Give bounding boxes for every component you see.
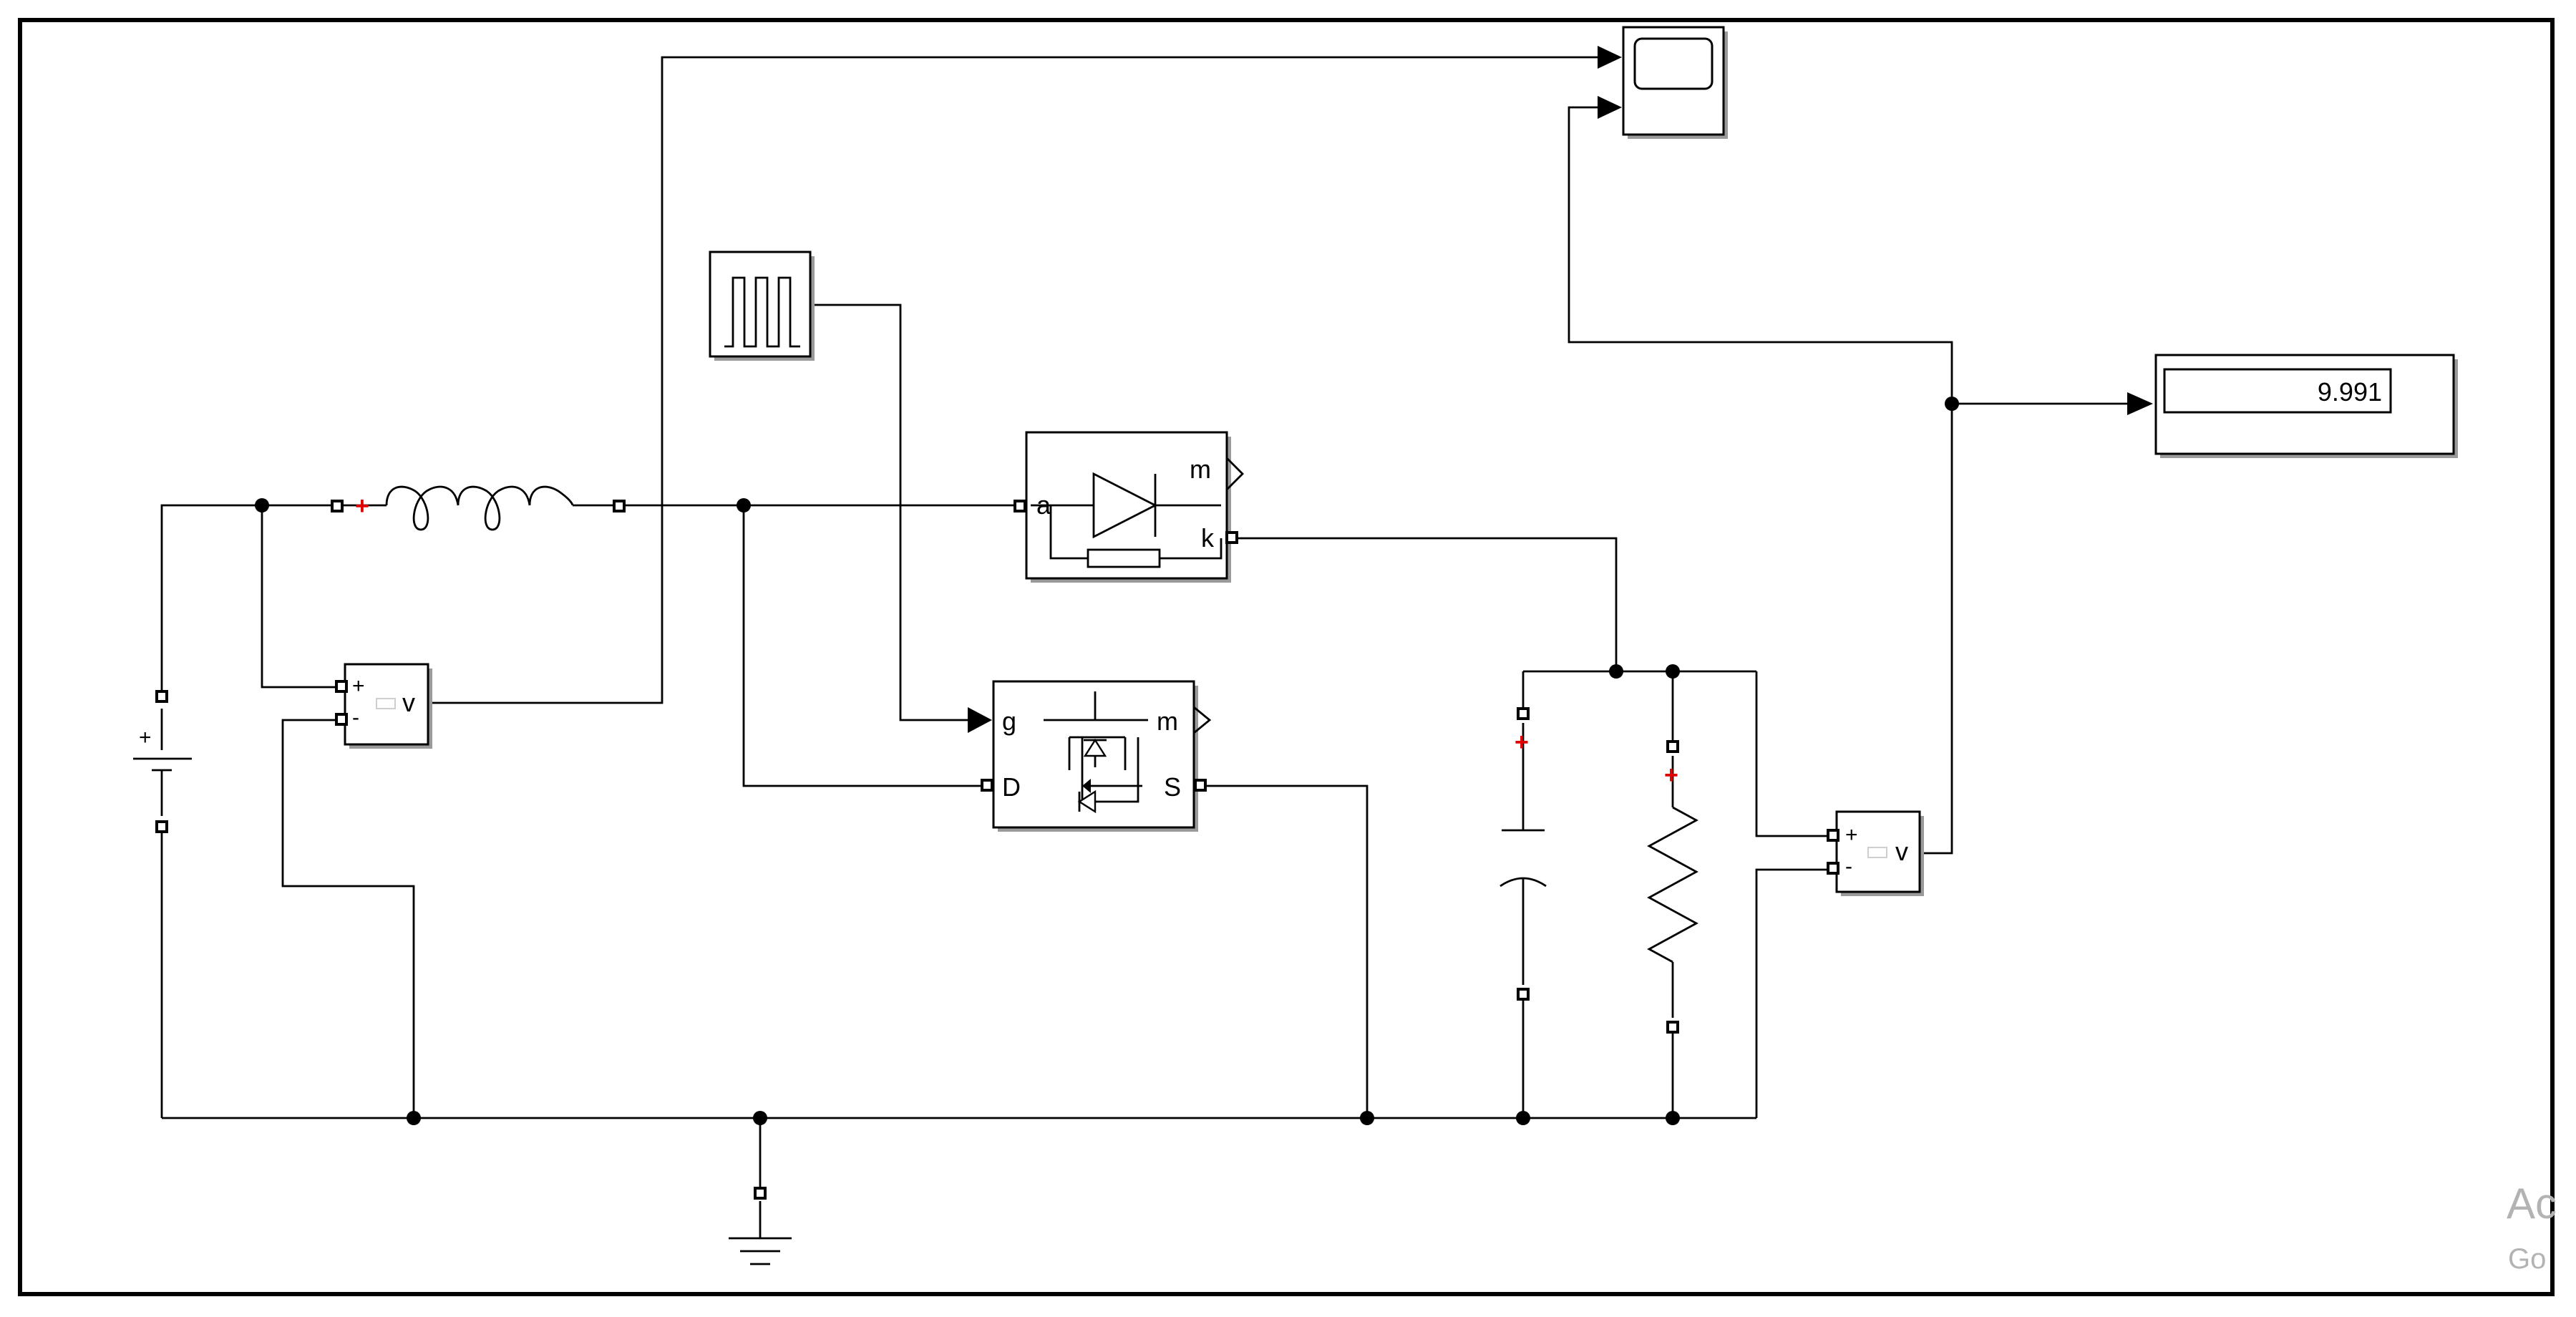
scope-in2-arrow: [1598, 96, 1622, 119]
inductor-coil-icon: [385, 485, 574, 531]
battery-pos-wire: [160, 504, 336, 698]
activation-watermark: Ac Go: [2507, 1180, 2557, 1275]
pulse-to-gate-wire: [811, 303, 970, 721]
battery-plus-label: +: [139, 726, 152, 749]
scope-screen-icon: [1633, 37, 1714, 90]
mosfet-source-label: S: [1164, 772, 1181, 802]
diode-symbol-icon: [1092, 472, 1158, 539]
display-block[interactable]: 9.991: [2154, 354, 2458, 458]
vm1-minus-label: -: [352, 706, 359, 729]
source-wire: [1202, 784, 1369, 1118]
dc-source-block[interactable]: +: [133, 709, 192, 816]
gate-in-arrow: [968, 707, 992, 733]
display-value: 9.991: [2318, 377, 2382, 407]
diode-measure-label: m: [1190, 455, 1211, 484]
display-in-arrow: [2127, 392, 2153, 415]
canvas-border: [18, 18, 2555, 1296]
vm1-minus-wire: [281, 719, 415, 1118]
mosfet-diode-icon: [1077, 789, 1097, 814]
vm1-plus-label: +: [352, 674, 365, 698]
diode-block[interactable]: a m k: [1025, 431, 1244, 583]
snubber-resistor-icon: [1087, 548, 1161, 568]
res-polarity-mark: +: [1664, 762, 1678, 789]
vm1-to-scope-wire: [429, 56, 1614, 704]
vm2-to-scope-wire: [1568, 106, 1953, 855]
capacitor-block[interactable]: +: [1500, 723, 1547, 985]
vm1-ghost-icon: [376, 698, 396, 709]
inductor-block[interactable]: +: [336, 485, 620, 531]
vm2-plus-wire: [1755, 671, 1832, 837]
diode-anode-label: a: [1036, 490, 1051, 520]
wires: [160, 56, 2147, 1192]
pulse-waveform-icon: [724, 276, 800, 348]
scope-in1-arrow: [1598, 46, 1622, 69]
resistor-block[interactable]: +: [1647, 756, 1698, 1018]
display-readout-box: [2163, 368, 2392, 414]
diode-cathode-label: k: [1201, 523, 1215, 553]
cap-plate-bottom: [1500, 877, 1547, 888]
watermark-line2: Go: [2508, 1243, 2546, 1275]
mosfet-gate-label: g: [1002, 706, 1016, 736]
ground-block[interactable]: [729, 1201, 792, 1265]
mosfet-drain-label: D: [1002, 772, 1021, 802]
vm1-out-label: v: [402, 688, 415, 717]
ports: [155, 500, 1839, 1200]
vm2-plus-label: +: [1845, 823, 1858, 847]
cap-polarity-mark: +: [1515, 729, 1529, 756]
vm1-plus-wire: [261, 505, 344, 689]
vm2-out-label: v: [1895, 837, 1908, 866]
voltage-measurement-1[interactable]: + - v: [344, 663, 432, 749]
resistor-zigzag-icon: [1647, 806, 1698, 963]
drain-wire: [742, 505, 984, 787]
junction-dots: [255, 397, 1959, 1125]
voltage-measurement-2[interactable]: + - v: [1835, 810, 1924, 896]
vm2-ghost-icon: [1867, 847, 1887, 858]
vm2-minus-label: -: [1845, 855, 1852, 878]
watermark-line1: Ac: [2507, 1180, 2557, 1228]
scope-block[interactable]: [1622, 26, 1728, 139]
vm2-minus-wire: [1755, 868, 1832, 1118]
mosfet-m-output-icon: [1193, 706, 1212, 734]
cathode-wire: [1235, 537, 1618, 671]
inductor-polarity-mark: +: [355, 492, 369, 520]
diode-m-output-icon: [1226, 457, 1244, 490]
pulse-generator-block[interactable]: [709, 251, 815, 361]
mosfet-measure-label: m: [1157, 706, 1178, 736]
mosfet-block[interactable]: g m D S: [992, 680, 1212, 832]
arrowheads: [968, 46, 2153, 733]
